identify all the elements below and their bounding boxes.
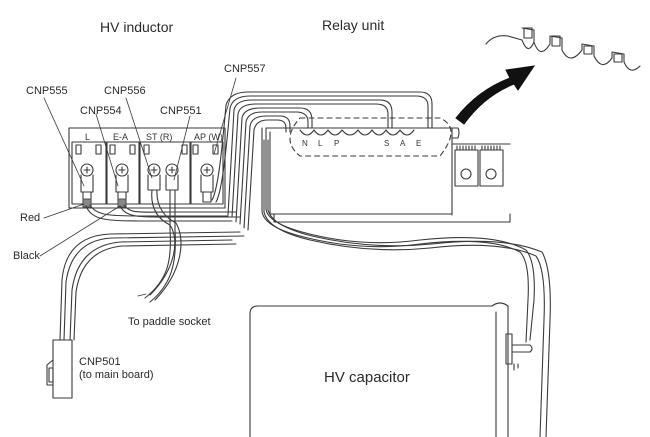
relay-terminal-l: L [318,139,323,148]
relay-terminal-a: A [400,139,406,148]
relay-terminal-p: P [334,139,339,148]
screw-e-a [115,163,129,177]
relay-terminal-letters: N L P S A E [302,139,421,148]
relay-terminal-detail [485,27,641,71]
cnp501-connector [46,339,73,399]
screw-st-2 [165,163,179,177]
hv-capacitor-label: HV capacitor [324,369,410,386]
black-wire-label: Black [13,250,40,262]
relay-unit [265,127,511,223]
relay-terminal-s: S [384,139,389,148]
wire-harness [59,91,433,341]
terminal-label-e-a: E-A [113,132,128,142]
red-wire-label: Red [20,212,41,224]
detail-arrow-icon [455,65,536,125]
hv-inductor-label: HV inductor [100,19,174,35]
screw-st-1 [147,163,161,177]
screw-ap [200,163,214,177]
relay-terminal-e: E [416,139,421,148]
hv-capacitor-body [249,302,533,437]
terminal-label-ap-w: AP (W) [194,132,223,142]
relay-terminal-n: N [302,139,308,148]
terminal-screws [80,163,214,177]
terminal-block-letters: L E-A ST (R) AP (W) [85,132,223,142]
cnp554-label: CNP554 [80,105,122,117]
terminal-label-st-r: ST (R) [146,132,172,142]
leader-lines [39,77,237,297]
capacitor-wire [261,127,551,437]
cnp551-label: CNP551 [160,105,202,117]
relay-terminal-highlight [289,117,452,157]
cnp557-label: CNP557 [224,63,266,75]
cnp501-note: (to main board) [79,369,154,381]
cnp555-label: CNP555 [26,85,68,97]
cnp501-label: CNP501 [79,356,121,368]
relay-unit-label: Relay unit [322,17,385,33]
paddle-socket-label: To paddle socket [128,316,211,328]
cnp556-label: CNP556 [104,85,146,97]
crimp-lugs [80,174,214,205]
terminal-label-l: L [85,132,90,142]
black-wire-sleeve [117,198,127,208]
screw-l [80,163,94,177]
red-wire-sleeve [82,198,92,208]
